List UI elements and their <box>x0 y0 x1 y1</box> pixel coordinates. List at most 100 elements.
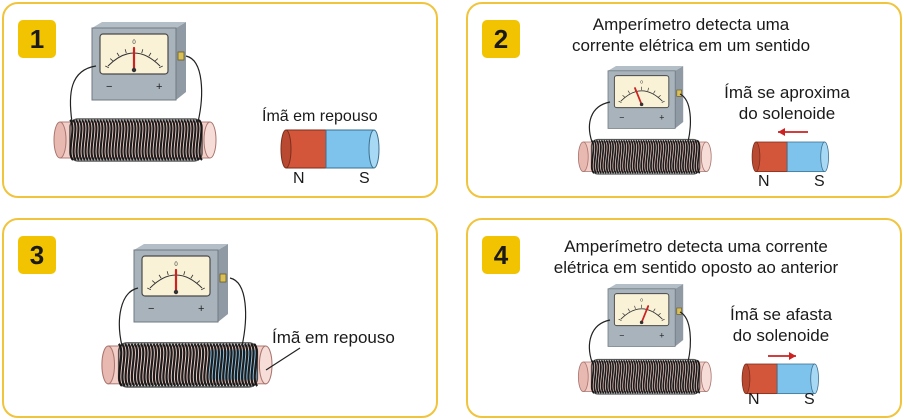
meter-tick <box>618 100 622 103</box>
wire <box>588 319 611 363</box>
solenoid-tube-opening <box>258 345 273 385</box>
meter-tick <box>116 52 120 57</box>
magnet-motion-caption: Ímã se aproxima do solenoide <box>712 82 862 124</box>
panel-1: 1 0−+ Ímã em repouso N S <box>2 2 438 198</box>
meter-top <box>92 22 186 28</box>
north-pole-label: N <box>293 170 305 187</box>
caption-line: Ímã se afasta <box>729 305 833 324</box>
meter-zero-label: 0 <box>640 298 643 304</box>
arrow-head <box>778 128 785 136</box>
meter-tick <box>653 308 656 312</box>
meter-tick <box>634 305 636 309</box>
ammeter: 0−+ <box>133 244 228 323</box>
panel-number-badge: 2 <box>482 20 520 58</box>
panel-3: 3 0−+ Ímã em repouso <box>2 218 438 418</box>
meter-scale-arc <box>620 308 663 320</box>
panel-caption: Amperímetro detecta uma corrente elétric… <box>541 14 841 56</box>
meter-tick <box>661 318 665 321</box>
meter-tick <box>124 49 127 54</box>
meter-plus-label: + <box>659 112 664 122</box>
magnet-north-half <box>745 363 778 395</box>
meter-needle <box>640 305 650 324</box>
connecting-wires <box>69 55 203 123</box>
wire <box>185 55 203 123</box>
magnet-end-south <box>368 129 380 169</box>
solenoid-tube-opening <box>700 361 712 392</box>
meter-tick <box>183 271 186 276</box>
magnet-end-north <box>751 141 761 173</box>
panel-number-badge: 3 <box>18 236 56 274</box>
solenoid-tube-end <box>53 121 67 159</box>
wire <box>69 65 97 123</box>
motion-arrow-right <box>768 352 796 360</box>
meter-tick <box>661 100 665 103</box>
meter-tick <box>154 58 159 62</box>
solenoid-coil <box>117 343 259 387</box>
panel-number-badge: 4 <box>482 236 520 274</box>
solenoid-tube-end <box>577 361 589 392</box>
bar-magnet <box>741 363 819 395</box>
meter-zero-label: 0 <box>640 80 643 86</box>
ammeter: 0−+ <box>91 22 186 101</box>
apparatus-illustration: 0−+ <box>101 244 301 388</box>
meter-top <box>608 66 684 71</box>
meter-tick <box>618 318 622 321</box>
meter-plus-label: + <box>198 303 204 315</box>
magnet-state-label: Ímã em repouso <box>262 108 378 125</box>
panel-4: 4 Amperímetro detecta uma corrente elétr… <box>466 218 902 418</box>
caption-line: Amperímetro detecta uma <box>592 15 790 34</box>
meter-tick <box>627 308 631 312</box>
meter-pivot <box>639 320 644 325</box>
wire <box>118 287 139 347</box>
meter-tick <box>148 52 152 57</box>
meter-dial <box>613 75 670 109</box>
solenoid-coil <box>590 359 701 394</box>
meter-tick <box>622 313 626 316</box>
meter-top <box>608 284 684 289</box>
meter-tick <box>200 287 205 291</box>
meter-tick <box>166 271 169 276</box>
magnet-south-half <box>325 129 375 169</box>
connecting-wires <box>118 277 247 347</box>
panel-caption: Amperímetro detecta uma corrente elétric… <box>531 236 861 278</box>
solenoid-tube-end <box>577 141 589 172</box>
connecting-wires <box>588 311 691 363</box>
meter-tick <box>151 280 156 284</box>
meter-pivot <box>173 289 179 295</box>
solenoid-coil <box>590 139 701 174</box>
meter-side <box>675 284 684 347</box>
magnet-motion-caption: Ímã se afasta do solenoide <box>706 304 856 346</box>
meter-terminal <box>676 307 682 315</box>
wire <box>679 93 691 143</box>
caption-line: elétrica em sentido oposto ao anterior <box>553 258 839 277</box>
connecting-wires <box>588 93 691 143</box>
magnet-end-south <box>810 363 819 395</box>
meter-tick <box>158 274 162 279</box>
meter-top <box>134 244 228 250</box>
magnet-state-label: Ímã em repouso <box>272 328 395 347</box>
wire <box>265 347 301 371</box>
solenoid-coil <box>69 119 203 161</box>
solenoid-tube-opening <box>700 141 712 172</box>
meter-tick <box>622 95 626 98</box>
meter-dial <box>613 293 670 327</box>
meter-minus-label: − <box>619 112 624 122</box>
bar-magnet <box>751 141 829 173</box>
solenoid <box>577 138 712 175</box>
meter-needle <box>634 87 643 106</box>
meter-minus-label: − <box>619 330 624 340</box>
meter-side <box>218 244 228 322</box>
wire <box>679 311 691 363</box>
solenoid-tube-opening <box>203 121 217 159</box>
solenoid-coil-outline <box>117 342 259 388</box>
magnet-south-half <box>786 141 826 173</box>
meter-tick <box>647 87 649 91</box>
meter-scale-arc <box>620 90 663 102</box>
solenoid <box>577 358 712 395</box>
meter-tick <box>147 287 152 291</box>
caption-line: Amperímetro detecta uma corrente <box>564 237 828 256</box>
north-pole-label: N <box>758 173 770 190</box>
apparatus-illustration: 0−+ <box>577 284 819 395</box>
meter-tick <box>658 95 661 98</box>
meter-zero-label: 0 <box>174 262 178 268</box>
